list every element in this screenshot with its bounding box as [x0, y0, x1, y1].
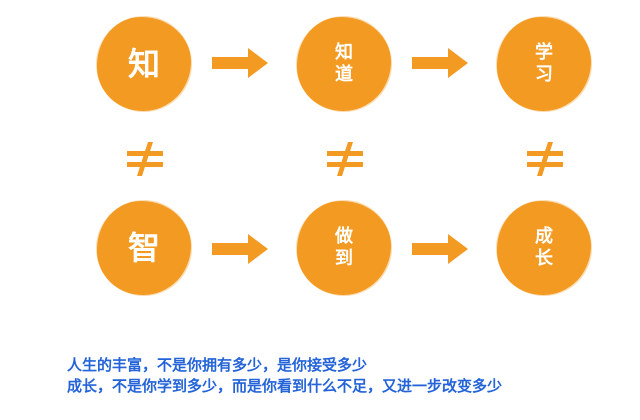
node-xuexi: 学 习: [497, 17, 591, 111]
not-equal-left: [127, 142, 163, 176]
not-equal-right: [527, 142, 563, 176]
node-zhi-wisdom-label: 智: [127, 228, 160, 267]
arrow-right-icon: [412, 48, 468, 78]
node-chengzhang-char2: 长: [535, 248, 553, 269]
not-equal-icon: [527, 142, 563, 176]
arrow-right-icon: [212, 234, 268, 264]
caption-line-1: 人生的丰富，不是你拥有多少，是你接受多少: [67, 356, 368, 374]
not-equal-icon: [327, 142, 363, 176]
node-zhidao-char1: 知: [335, 42, 353, 64]
node-zhidao-char2: 道: [335, 64, 353, 85]
arrow-top-1: [212, 46, 270, 80]
arrow-bottom-1: [212, 232, 270, 266]
node-zhi-label: 知: [127, 44, 160, 83]
caption-line-2: 成长，不是你学到多少，而是你看到什么不足，又进一步改变多少: [67, 377, 503, 395]
arrow-bottom-2: [412, 232, 470, 266]
not-equal-icon: [127, 142, 163, 176]
node-zhi: 知: [97, 17, 191, 111]
node-chengzhang-char1: 成: [535, 226, 553, 248]
arrow-right-icon: [412, 234, 468, 264]
node-zhidao: 知 道: [297, 17, 391, 111]
arrow-top-2: [412, 46, 470, 80]
node-zhi-wisdom: 智: [97, 201, 191, 295]
arrow-right-icon: [212, 48, 268, 78]
node-chengzhang: 成 长: [497, 201, 591, 295]
node-zuodao-char2: 到: [335, 248, 353, 269]
node-xuexi-char1: 学: [535, 42, 553, 64]
node-zuodao-char1: 做: [335, 226, 353, 248]
node-zuodao: 做 到: [297, 201, 391, 295]
node-xuexi-char2: 习: [535, 64, 553, 85]
not-equal-middle: [327, 142, 363, 176]
